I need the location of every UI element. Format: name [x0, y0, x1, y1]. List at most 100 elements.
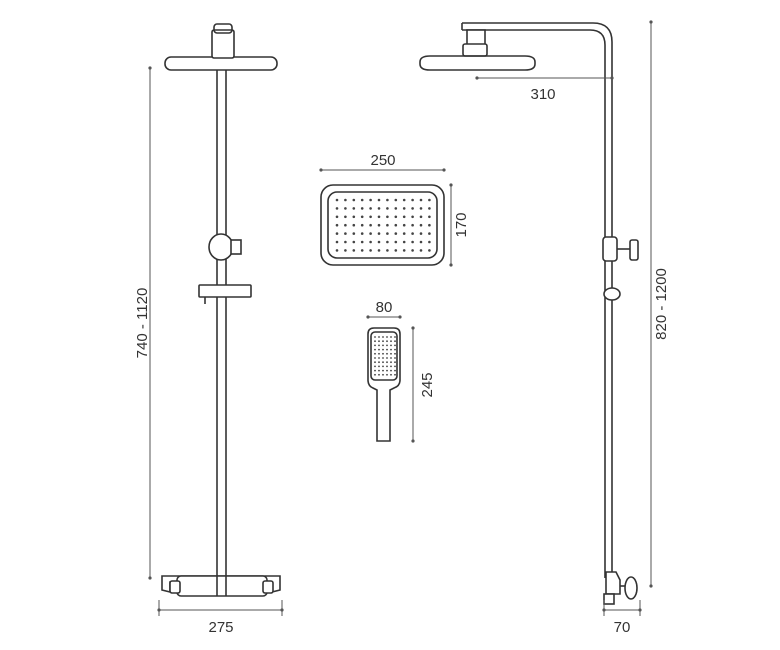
nozzle-dot — [394, 348, 396, 351]
nozzle-dot — [360, 198, 364, 202]
nozzle-dot — [374, 357, 376, 359]
nozzle-dot — [382, 352, 384, 355]
nozzle-dot — [428, 232, 431, 235]
nozzle-dot — [378, 373, 380, 376]
nozzle-dot — [344, 198, 347, 202]
overhead-shower-inner-plate — [327, 191, 438, 259]
nozzle-dot — [335, 249, 339, 252]
nozzle-dot — [344, 207, 347, 210]
nozzle-dot — [386, 340, 388, 343]
nozzle-dot — [335, 232, 339, 235]
nozzle-dot — [411, 215, 414, 219]
nozzle-dot — [394, 223, 398, 227]
overhead-shower-outer-plate — [320, 184, 445, 266]
nozzle-dot — [352, 198, 356, 202]
nozzle-dot — [335, 223, 339, 227]
nozzle-dot — [382, 348, 384, 351]
nozzle-dot — [382, 361, 384, 364]
nozzle-dot — [369, 249, 372, 252]
nozzle-dot — [374, 336, 376, 338]
front-mixer-left-handle — [169, 580, 181, 594]
side-wall-mount — [605, 571, 621, 595]
nozzle-dot — [377, 223, 381, 227]
nozzle-dot — [386, 361, 388, 364]
hand-shower-outline — [367, 327, 401, 442]
nozzle-dot — [394, 340, 396, 343]
nozzle-dot — [374, 352, 376, 355]
side-overhead-connector-base — [462, 43, 488, 57]
nozzle-dot — [394, 357, 396, 359]
nozzle-dot — [402, 240, 406, 244]
front-overhead-shower-plate — [164, 56, 278, 71]
nozzle-dot — [386, 207, 389, 210]
nozzle-dot — [428, 240, 431, 244]
nozzle-dot — [378, 340, 380, 343]
nozzle-dot — [352, 249, 356, 252]
nozzle-dot — [402, 249, 406, 252]
nozzle-dot — [394, 215, 398, 219]
nozzle-dot — [419, 207, 423, 210]
nozzle-dot — [360, 223, 364, 227]
nozzle-dot — [377, 240, 381, 244]
nozzle-dot — [374, 369, 376, 372]
nozzle-dot — [360, 240, 364, 244]
nozzle-dot — [390, 336, 392, 338]
nozzle-dot — [390, 361, 392, 364]
nozzle-dot — [374, 373, 376, 376]
nozzle-dot — [352, 240, 356, 244]
nozzle-dot — [360, 207, 364, 210]
nozzle-dot — [411, 198, 414, 202]
side-mixer-base — [603, 593, 615, 605]
nozzle-dot — [386, 215, 389, 219]
nozzle-dot — [411, 223, 414, 227]
nozzle-dot — [344, 240, 347, 244]
front-connector-cap — [213, 23, 233, 34]
hand-shower-face — [370, 331, 398, 381]
nozzle-dot — [352, 223, 356, 227]
nozzle-dot — [378, 357, 380, 359]
nozzle-dot — [386, 344, 388, 347]
nozzle-dot — [386, 249, 389, 252]
nozzle-dot — [335, 240, 339, 244]
nozzle-dot — [374, 340, 376, 343]
nozzle-dot — [344, 223, 347, 227]
side-overhead-shower-plate — [419, 55, 536, 71]
nozzle-dot — [411, 240, 414, 244]
overhead-shower-top-view — [319, 168, 453, 267]
nozzle-dot — [390, 340, 392, 343]
front-overhead-connector — [211, 29, 235, 59]
nozzle-dot — [378, 352, 380, 355]
nozzle-dot — [378, 365, 380, 368]
nozzle-dot — [386, 373, 388, 376]
nozzle-dot — [394, 344, 396, 347]
nozzle-dot — [394, 240, 398, 244]
nozzle-dot — [377, 198, 381, 202]
nozzle-dot — [335, 198, 339, 202]
nozzle-dot — [369, 240, 372, 244]
nozzle-dot — [352, 215, 356, 219]
nozzle-dot — [382, 357, 384, 359]
nozzle-dot — [402, 215, 406, 219]
nozzle-dot — [374, 361, 376, 364]
nozzle-dot — [419, 215, 423, 219]
nozzle-dot — [390, 369, 392, 372]
side-soap-holder — [603, 287, 621, 301]
nozzle-dot — [377, 215, 381, 219]
nozzle-dot — [382, 344, 384, 347]
nozzle-dot — [394, 352, 396, 355]
side-wall-flange — [624, 576, 638, 600]
front-thermostatic-mixer-body — [176, 575, 268, 597]
side-arm-inner — [462, 29, 606, 578]
nozzle-dot — [419, 232, 423, 235]
front-view — [148, 23, 284, 616]
nozzle-dot — [394, 373, 396, 376]
nozzle-dot — [428, 198, 431, 202]
front-soap-holder — [198, 284, 252, 298]
nozzle-dot — [378, 361, 380, 364]
nozzle-dot — [394, 207, 398, 210]
side-arm-outer — [462, 22, 613, 578]
front-slider-knob — [230, 239, 242, 255]
nozzle-dot — [344, 249, 347, 252]
nozzle-dot — [419, 240, 423, 244]
